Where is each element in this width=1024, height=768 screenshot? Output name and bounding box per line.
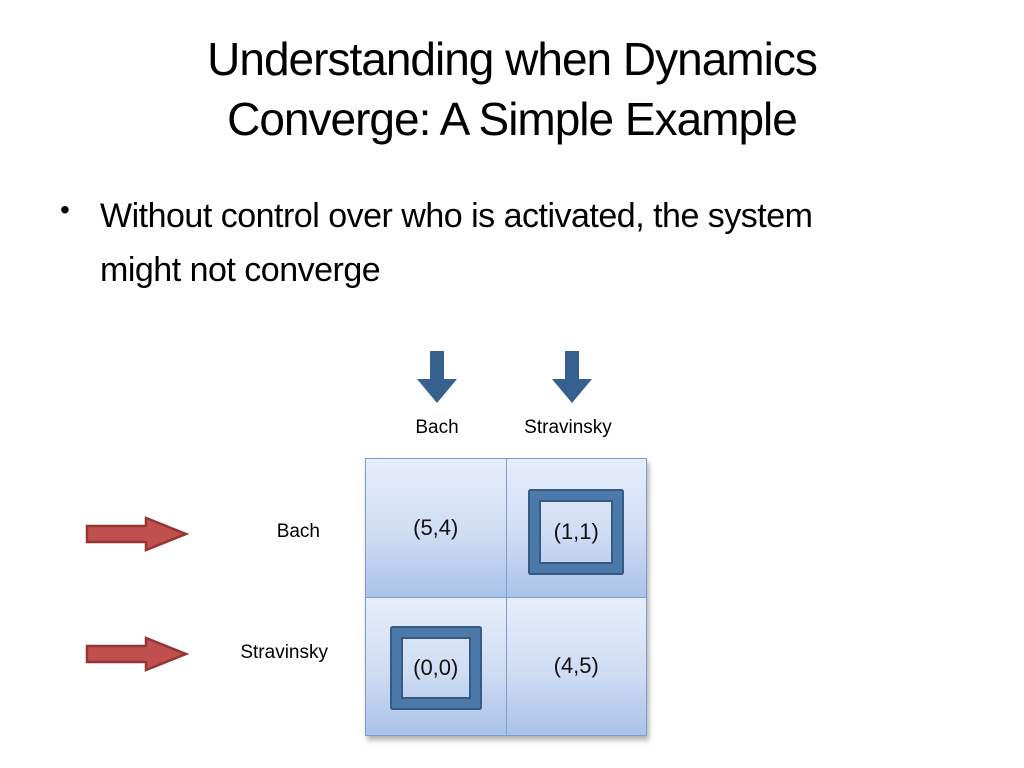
blue-down-arrow-icon <box>552 351 592 403</box>
payoff-value: (4,5) <box>553 653 599 679</box>
bullet-marker: • <box>60 194 70 225</box>
column-header-stravinsky: Stravinsky <box>524 417 612 438</box>
payoff-value: (1,1) <box>553 518 599 544</box>
payoff-cell-stravinsky-bach: (0,0) <box>366 597 506 735</box>
bullet-text: Without control over who is activated, t… <box>100 197 813 289</box>
payoff-cell-stravinsky-stravinsky: (4,5) <box>506 597 646 735</box>
column-header-bach: Bach <box>415 417 459 438</box>
slide-title: Understanding when Dynamics Converge: A … <box>0 30 1024 150</box>
highlight-frame: (0,0) <box>391 628 480 709</box>
blue-down-arrow-icon <box>417 351 457 403</box>
payoff-cell-bach-stravinsky: (1,1) <box>506 459 646 597</box>
highlight-frame: (1,1) <box>530 490 623 573</box>
row-header-bach: Bach <box>276 521 320 542</box>
payoff-value: (0,0) <box>413 655 459 681</box>
red-right-arrow-icon <box>85 636 190 672</box>
payoff-value: (5,4) <box>413 514 459 540</box>
slide-title-line-1: Understanding when Dynamics <box>207 33 818 85</box>
slide-title-line-2: Converge: A Simple Example <box>227 92 798 145</box>
row-header-stravinsky: Stravinsky <box>240 642 328 663</box>
red-right-arrow-icon <box>85 516 190 552</box>
bullet-item: • Without control over who is activated,… <box>58 190 888 297</box>
payoff-cell-bach-bach: (5,4) <box>366 459 506 597</box>
payoff-matrix: (5,4) (1,1) (0,0) (4,5) <box>365 458 647 736</box>
